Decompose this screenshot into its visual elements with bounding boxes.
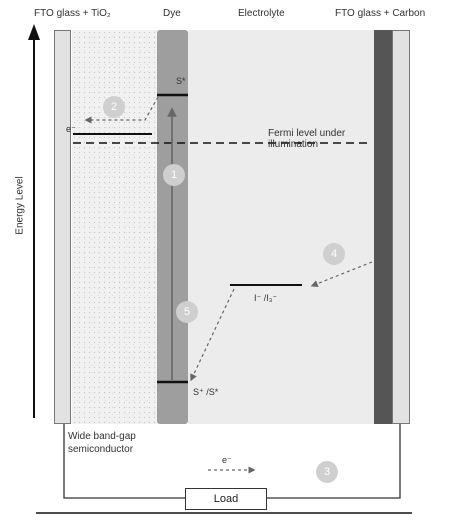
circuit-wire-right bbox=[265, 424, 401, 499]
fto-glass-left bbox=[54, 30, 71, 424]
fermi-level-label: Fermi level under illumination bbox=[268, 128, 346, 150]
s-star-label: S* bbox=[176, 76, 186, 86]
electrolyte-region bbox=[188, 30, 374, 424]
carbon-electrode bbox=[374, 30, 392, 424]
load-box: Load bbox=[185, 488, 267, 510]
energy-axis-arrow bbox=[28, 24, 40, 418]
header-fto-carbon: FTO glass + Carbon bbox=[335, 8, 426, 19]
injection-arrow bbox=[84, 96, 159, 124]
semiconductor-label: Wide band-gap semiconductor bbox=[68, 431, 136, 455]
carbon-reduction-arrow bbox=[310, 261, 373, 288]
step-4-badge: 4 bbox=[323, 243, 345, 265]
electron-label-top: e⁻ bbox=[66, 124, 76, 134]
step-1-badge: 1 bbox=[163, 164, 185, 186]
redox-couple-label: I⁻ /I₃⁻ bbox=[254, 293, 278, 303]
electron-label-bottom: e⁻ bbox=[222, 455, 232, 465]
dye-regeneration-arrow bbox=[190, 288, 235, 382]
header-fto-tio2: FTO glass + TiO₂ bbox=[34, 8, 111, 19]
header-dye: Dye bbox=[163, 8, 181, 19]
step-3-badge: 3 bbox=[316, 461, 338, 483]
step-5-badge: 5 bbox=[176, 301, 198, 323]
s-plus-label: S⁺ /S* bbox=[193, 387, 219, 397]
tio2-layer bbox=[72, 30, 158, 424]
fto-glass-right bbox=[392, 30, 410, 424]
step-2-badge: 2 bbox=[103, 96, 125, 118]
circuit-wire-left bbox=[63, 424, 185, 499]
header-electrolyte: Electrolyte bbox=[238, 8, 285, 19]
